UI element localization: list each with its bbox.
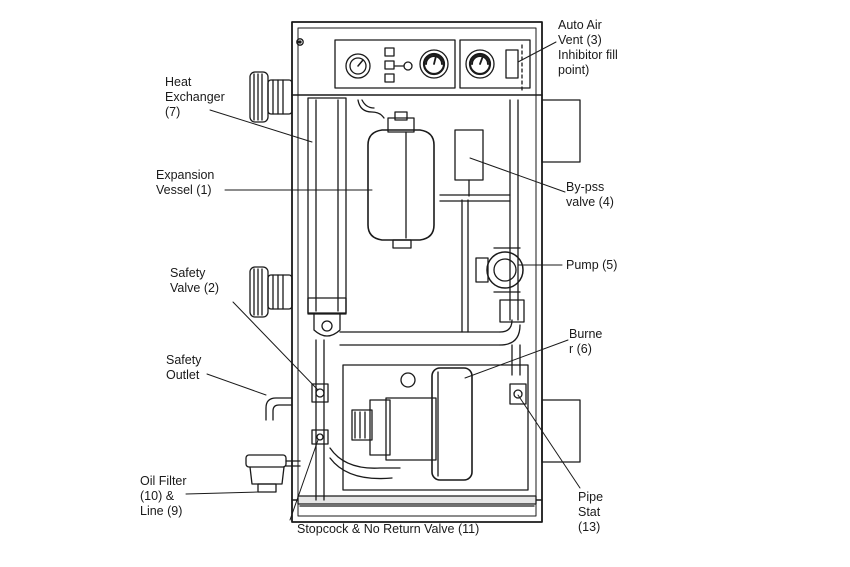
left-flue-knobs	[249, 71, 293, 318]
auto-air-vent-line-2: Vent (3)	[558, 33, 602, 47]
auto-air-vent-line-1: Auto Air	[558, 18, 602, 32]
safety-valve-line-1: Safety	[170, 266, 206, 280]
auto-air-vent-line-3: Inhibitor fill	[558, 48, 618, 62]
burner-compartment	[329, 364, 529, 491]
pipe-stat-line-1: Pipe	[578, 490, 604, 504]
oil-filter-line-1: Oil Filter	[140, 474, 187, 488]
cabinet	[291, 21, 543, 523]
expansion-vessel	[357, 99, 435, 249]
burner-line-2: r (6)	[569, 342, 592, 356]
control-panel	[334, 39, 531, 89]
label-auto-air-vent: Auto Air Vent (3) Inhibitor fill point)	[558, 18, 618, 78]
leader-auto-air-vent	[517, 41, 557, 63]
label-safety-outlet: Safety Outlet	[166, 353, 201, 383]
label-burner: Burne r (6)	[569, 327, 602, 357]
leader-safety-valve	[232, 301, 319, 391]
leader-heat-exchanger	[209, 109, 313, 143]
bypass-valve-line-2: valve (4)	[566, 195, 614, 209]
pipe-stat-line-2: Stat	[578, 505, 601, 519]
safety-outlet-line-2: Outlet	[166, 368, 200, 382]
pump	[475, 247, 524, 293]
leader-lines	[185, 41, 581, 521]
burner-line-1: Burne	[569, 327, 603, 341]
safety-outlet-line-1: Safety	[166, 353, 202, 367]
leader-pipe-stat	[517, 394, 581, 489]
heat-exchanger-line-3: (7)	[165, 105, 181, 119]
heat-exchanger-line-2: Exchanger	[165, 90, 225, 104]
oil-filter-line-3: Line (9)	[140, 504, 183, 518]
heat-exchanger	[307, 97, 347, 337]
leader-burner	[464, 339, 569, 379]
leader-safety-outlet	[206, 373, 267, 396]
leader-oil-filter	[185, 491, 259, 495]
leader-bypass-valve	[469, 157, 566, 193]
label-oil-filter: Oil Filter (10) & Line (9)	[140, 474, 187, 519]
label-stopcock: Stopcock & No Return Valve (11)	[297, 522, 479, 537]
bypass-valve	[454, 129, 484, 197]
expansion-vessel-line-2: Vessel (1)	[156, 183, 212, 197]
leader-stopcock	[289, 439, 319, 521]
pipe-stat-line-3: (13)	[578, 520, 601, 534]
safety-valve-line-2: Valve (2)	[170, 281, 220, 295]
expansion-vessel-line-1: Expansion	[156, 168, 215, 182]
oil-filter	[245, 454, 301, 493]
stopcock-text: Stopcock & No Return Valve (11)	[297, 522, 480, 536]
safety-valve	[311, 339, 329, 501]
label-pump: Pump (5)	[566, 258, 617, 273]
label-pipe-stat: Pipe Stat (13)	[578, 490, 603, 535]
label-expansion-vessel: Expansion Vessel (1)	[156, 168, 214, 198]
right-flue	[541, 99, 581, 463]
safety-outlet-pipe	[265, 397, 293, 421]
heat-exchanger-line-1: Heat	[165, 75, 192, 89]
label-bypass-valve: By-pss valve (4)	[566, 180, 614, 210]
bypass-valve-line-1: By-pss	[566, 180, 605, 194]
oil-filter-line-2: (10) &	[140, 489, 175, 503]
pump-text: Pump (5)	[566, 258, 618, 272]
label-heat-exchanger: Heat Exchanger (7)	[165, 75, 225, 120]
label-safety-valve: Safety Valve (2)	[170, 266, 219, 296]
auto-air-vent-line-4: point)	[558, 63, 590, 77]
